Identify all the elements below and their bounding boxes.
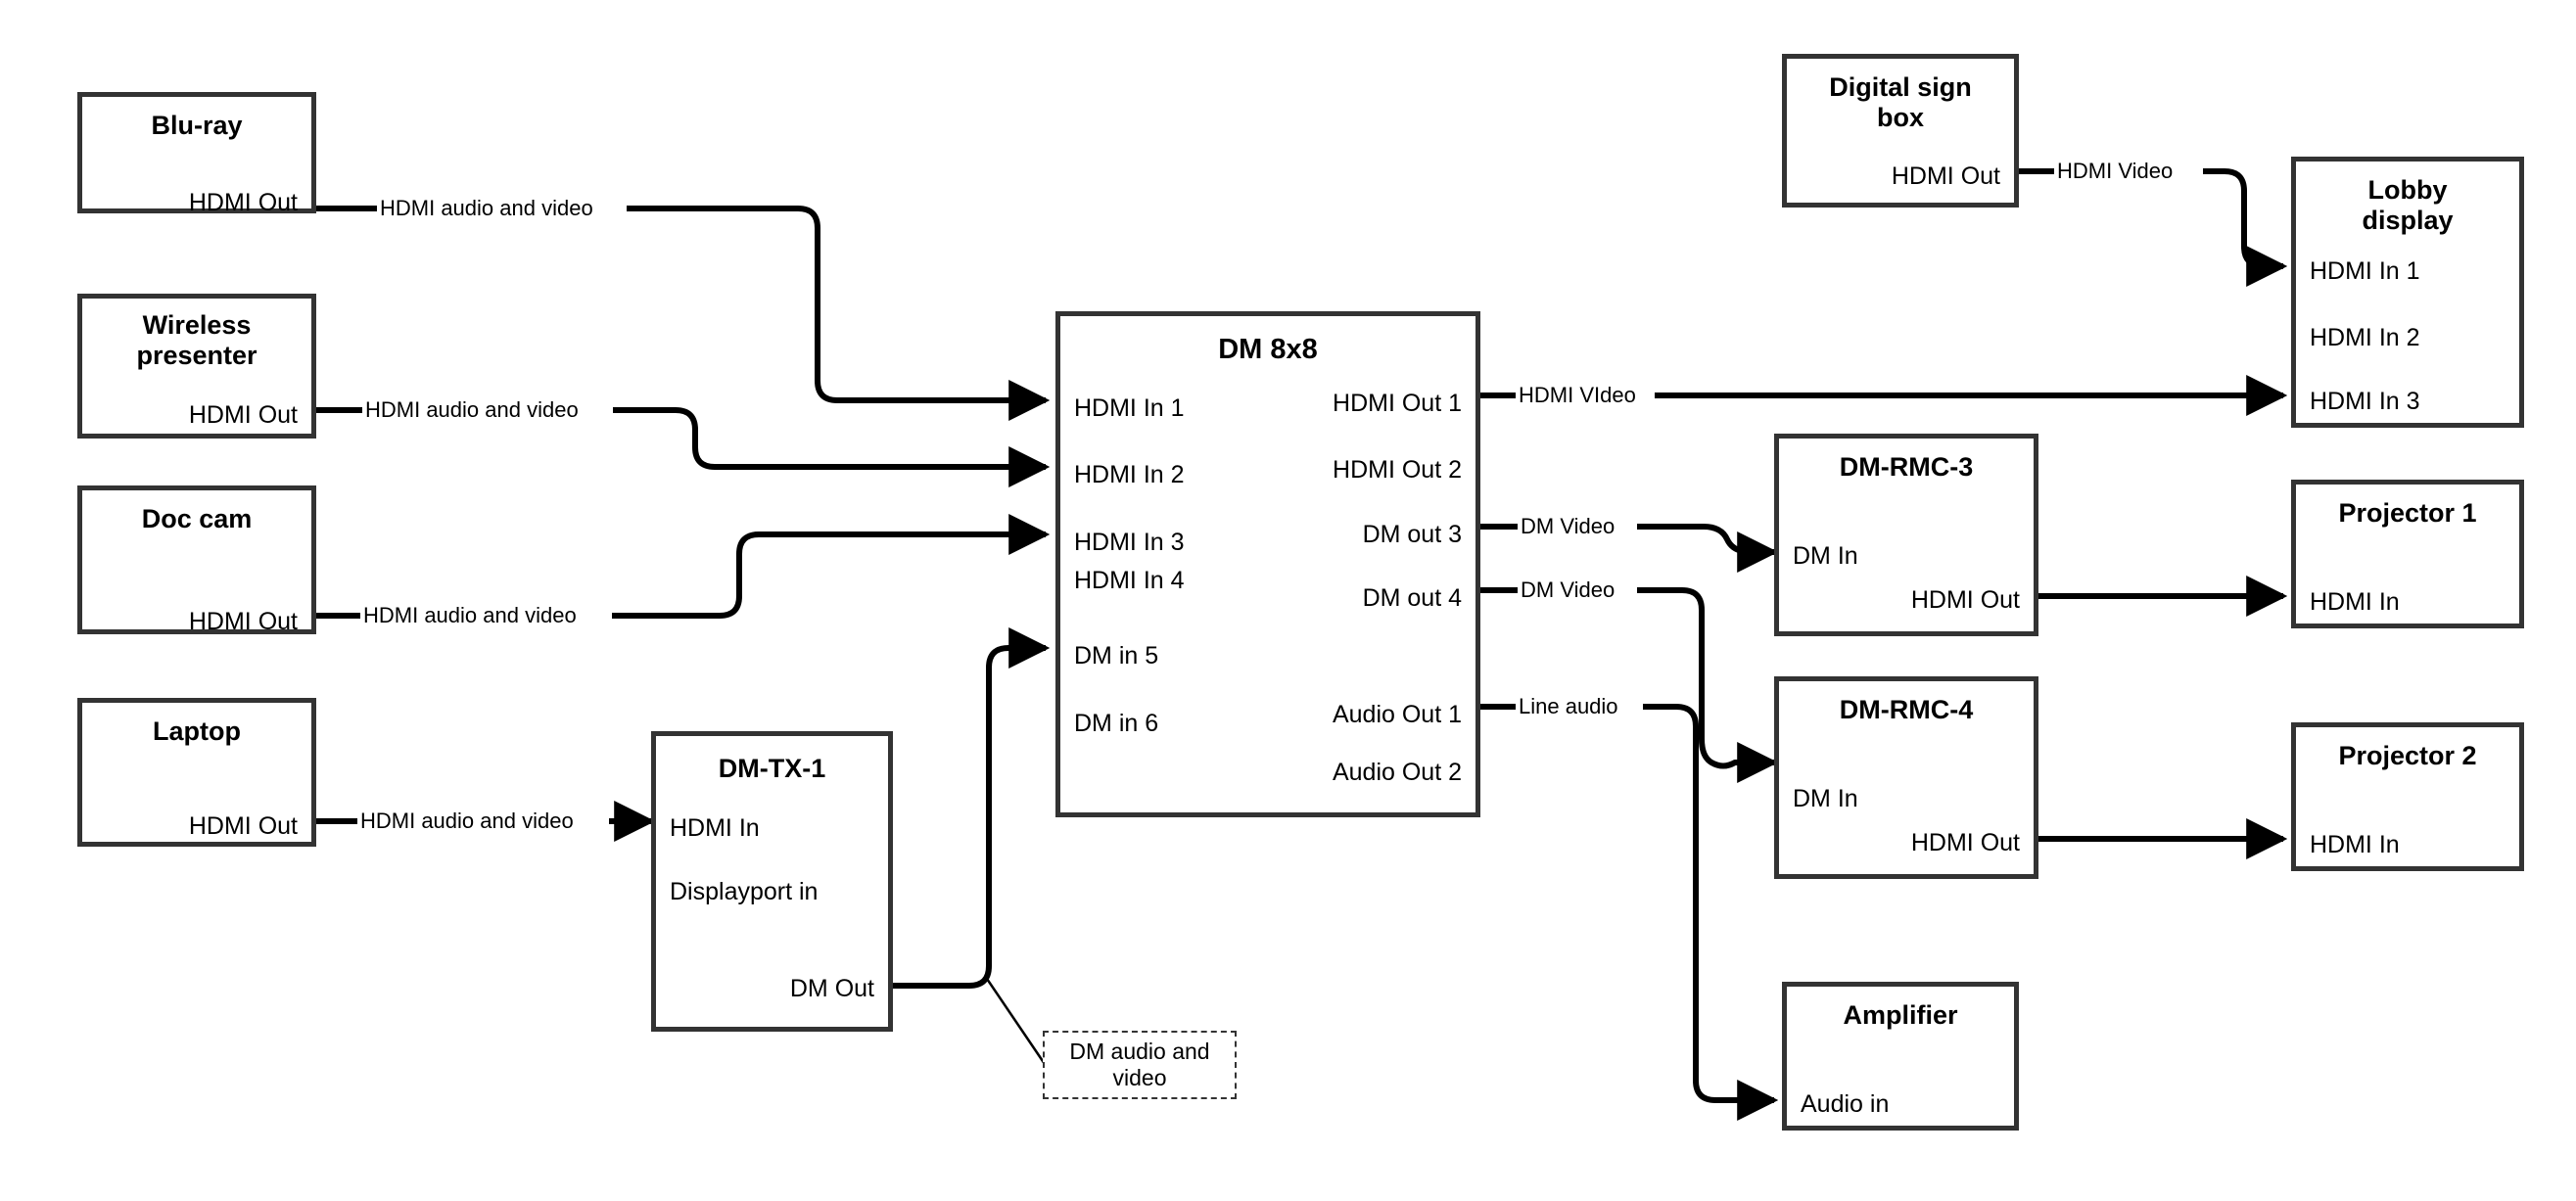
node-projector-2-title: Projector 2 <box>2338 741 2477 770</box>
callout-leader-line <box>983 975 1049 1068</box>
node-dm-rmc-3-title: DM-RMC-3 <box>1839 452 1974 482</box>
node-dm-8x8-input-hdmi-in-3: HDMI In 3 <box>1074 529 1185 556</box>
node-dm-rmc-3-port-dm-in: DM In <box>1793 542 1858 570</box>
node-amplifier[interactable]: Amplifier Audio in <box>1782 982 2019 1131</box>
node-dm-8x8-output-dm-out-4: DM out 4 <box>1362 584 1462 612</box>
node-digital-sign-box-title: Digital sign box <box>1829 72 1972 133</box>
node-dm-8x8-output-dm-out-3: DM out 3 <box>1362 521 1462 548</box>
edge-label-doccam-to-hdmi-in3: HDMI audio and video <box>360 605 580 626</box>
node-dm-8x8-output-hdmi-out-1: HDMI Out 1 <box>1333 390 1462 417</box>
node-doc-cam-title: Doc cam <box>141 504 253 533</box>
node-dm-tx-1-port-displayport-in: Displayport in <box>670 878 819 905</box>
node-dm-8x8-input-hdmi-in-2: HDMI In 2 <box>1074 461 1185 488</box>
wire-wireless-to-hdmi-in2-b <box>613 407 1051 487</box>
node-laptop[interactable]: Laptop HDMI Out <box>77 698 316 847</box>
node-bluray-port-hdmi-out: HDMI Out <box>188 189 298 216</box>
node-digital-sign-box-port-hdmi-out: HDMI Out <box>1891 162 2000 190</box>
edge-label-laptop-to-dmtx1: HDMI audio and video <box>357 810 577 832</box>
node-amplifier-title: Amplifier <box>1843 1000 1958 1030</box>
node-dm-tx-1-title: DM-TX-1 <box>718 754 826 783</box>
node-doc-cam[interactable]: Doc cam HDMI Out <box>77 485 316 634</box>
node-dm-8x8-input-hdmi-in-1: HDMI In 1 <box>1074 394 1185 422</box>
node-lobby-display-port-hdmi-in-1: HDMI In 1 <box>2310 257 2420 285</box>
node-dm-rmc-4-title: DM-RMC-4 <box>1839 695 1974 724</box>
node-lobby-display-title: Lobby display <box>2362 175 2454 236</box>
wire-dm-out3-to-rmc3-b <box>1637 524 1779 573</box>
edge-label-sign-to-lobby-in1: HDMI Video <box>2054 161 2177 182</box>
wire-dmtx1-to-dm-in5 <box>893 627 1051 989</box>
node-dm-8x8-output-audio-out-1: Audio Out 1 <box>1332 701 1462 728</box>
node-wireless-presenter[interactable]: Wireless presenter HDMI Out <box>77 294 316 439</box>
node-laptop-port-hdmi-out: HDMI Out <box>188 812 298 840</box>
node-lobby-display[interactable]: Lobby display HDMI In 1 HDMI In 2 HDMI I… <box>2291 157 2524 428</box>
node-projector-2[interactable]: Projector 2 HDMI In <box>2291 722 2524 871</box>
edge-label-bluray-to-hdmi-in1: HDMI audio and video <box>377 198 596 219</box>
edge-label-dm-out4-to-rmc4: DM Video <box>1518 579 1618 601</box>
node-laptop-title: Laptop <box>153 716 241 746</box>
callout-dm-audio-and-video: DM audio and video <box>1043 1031 1237 1099</box>
wire-doccam-to-hdmi-in3-b <box>612 514 1051 619</box>
edge-label-hdmi-out1-to-lobby: HDMI VIdeo <box>1516 385 1639 406</box>
node-wireless-presenter-port-hdmi-out: HDMI Out <box>188 401 298 429</box>
node-dm-rmc-4-port-hdmi-out: HDMI Out <box>1910 829 2020 856</box>
node-amplifier-port-audio-in: Audio in <box>1801 1090 1890 1118</box>
wire-bluray-to-hdmi-in1-b <box>627 206 1051 421</box>
node-dm-8x8-output-audio-out-2: Audio Out 2 <box>1332 759 1462 786</box>
node-wireless-presenter-title: Wireless presenter <box>136 310 258 371</box>
node-dm-8x8-title: DM 8x8 <box>1218 334 1318 365</box>
node-bluray[interactable]: Blu-ray HDMI Out <box>77 92 316 216</box>
node-dm-rmc-4-port-dm-in: DM In <box>1793 785 1858 812</box>
node-dm-rmc-3[interactable]: DM-RMC-3 DM In HDMI Out <box>1774 434 2038 636</box>
node-dm-8x8-input-dm-in-5: DM in 5 <box>1074 642 1159 670</box>
node-projector-1-port-hdmi-in: HDMI In <box>2310 588 2400 616</box>
node-dm-rmc-4[interactable]: DM-RMC-4 DM In HDMI Out <box>1774 676 2038 879</box>
node-doc-cam-port-hdmi-out: HDMI Out <box>188 608 298 635</box>
node-dm-8x8-input-dm-in-6: DM in 6 <box>1074 710 1159 737</box>
node-lobby-display-port-hdmi-in-3: HDMI In 3 <box>2310 388 2420 415</box>
node-digital-sign-box[interactable]: Digital sign box HDMI Out <box>1782 54 2019 208</box>
node-dm-rmc-3-port-hdmi-out: HDMI Out <box>1910 586 2020 614</box>
node-dm-tx-1[interactable]: DM-TX-1 HDMI In Displayport in DM Out <box>651 731 893 1032</box>
node-lobby-display-port-hdmi-in-2: HDMI In 2 <box>2310 324 2420 351</box>
node-projector-1-title: Projector 1 <box>2338 498 2477 528</box>
edge-label-dm-out3-to-rmc3: DM Video <box>1518 516 1618 537</box>
node-projector-2-port-hdmi-in: HDMI In <box>2310 831 2400 858</box>
node-bluray-title: Blu-ray <box>151 111 243 140</box>
node-dm-8x8-input-hdmi-in-4: HDMI In 4 <box>1074 567 1185 594</box>
wire-sign-to-lobby-in1-b <box>2203 168 2288 287</box>
node-projector-1[interactable]: Projector 1 HDMI In <box>2291 480 2524 628</box>
node-dm-8x8-output-hdmi-out-2: HDMI Out 2 <box>1333 456 1462 484</box>
wire-dm-out4-to-rmc4-b <box>1637 587 1779 783</box>
node-dm-8x8[interactable]: DM 8x8 HDMI In 1 HDMI In 2 HDMI In 3 HDM… <box>1055 311 1480 817</box>
edge-label-audio-out1-to-amp: Line audio <box>1516 696 1621 717</box>
wire-audio-out1-to-amp-b <box>1643 704 1779 1121</box>
node-dm-tx-1-port-hdmi-in: HDMI In <box>670 814 760 842</box>
node-dm-tx-1-port-dm-out: DM Out <box>789 975 874 1002</box>
edge-label-wireless-to-hdmi-in2: HDMI audio and video <box>362 399 582 421</box>
